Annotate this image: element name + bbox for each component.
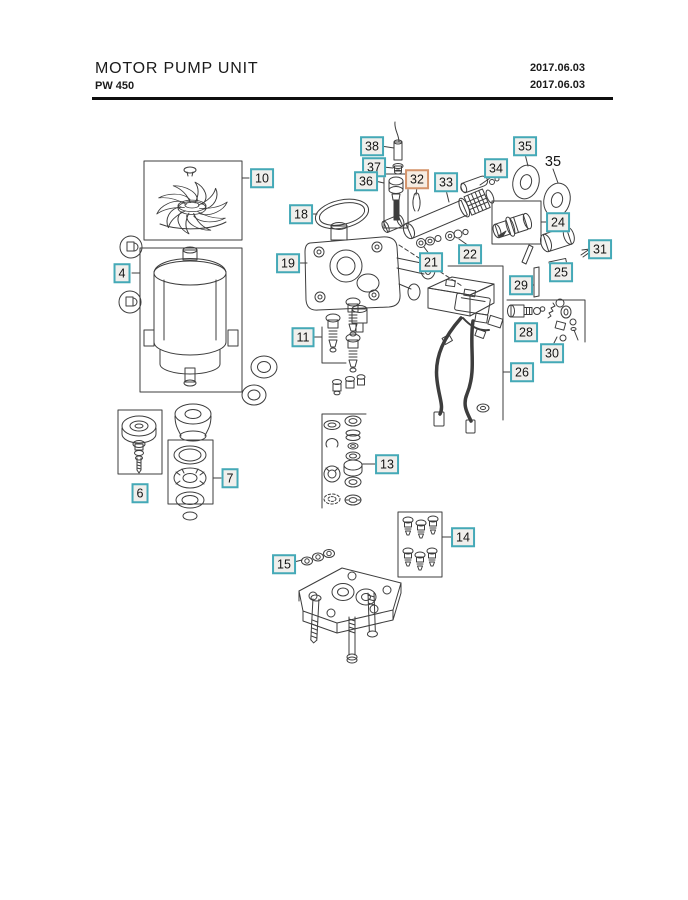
callout-11[interactable]: 11 [291,327,315,347]
part-valve-kit-14 [397,511,443,578]
callout-22[interactable]: 22 [458,244,482,264]
part-bearing-covers [241,355,278,406]
part-pump-cartridge [491,200,542,245]
callout-13[interactable]: 13 [375,454,399,474]
model-code: PW 450 [95,80,135,92]
part-disc-a [512,164,540,200]
callout-10[interactable]: 10 [250,168,274,188]
page-title: MOTOR PUMP UNIT [95,60,259,77]
part-crankcase [304,222,463,333]
part-electrical-group [427,265,504,434]
callout-31[interactable]: 31 [588,239,612,259]
callout-33[interactable]: 33 [434,172,458,192]
part-drive-shaft [402,188,495,240]
callout-15[interactable]: 15 [272,554,296,574]
part-piston-stack [321,413,367,509]
part-nuts-15 [301,549,335,566]
callout-36[interactable]: 36 [354,171,378,191]
callout-34[interactable]: 34 [484,158,508,178]
callout-18[interactable]: 18 [289,204,313,224]
callout-14[interactable]: 14 [451,527,475,547]
part-washers-21-22 [416,228,469,248]
callout-4[interactable]: 4 [113,263,131,283]
revision-date-2: 2017.06.03 [529,79,585,91]
callout-29[interactable]: 29 [509,275,533,295]
callout-21[interactable]: 21 [419,252,443,272]
part-seal-kit [167,403,214,521]
part-unloader-group [383,121,421,229]
part-motor [139,246,243,393]
callout-26[interactable]: 26 [510,362,534,382]
callout-25[interactable]: 25 [549,262,573,282]
callout-6[interactable]: 6 [131,483,149,503]
callout-32[interactable]: 32 [405,169,429,189]
callout-35-text: 35 [544,153,562,170]
header-rule [92,97,613,100]
callout-38[interactable]: 38 [360,136,384,156]
part-valve-kit-28-30 [506,298,586,343]
callout-24[interactable]: 24 [546,212,570,232]
callout-35[interactable]: 35 [513,136,537,156]
callout-7[interactable]: 7 [221,468,239,488]
part-fan [143,160,243,241]
part-flange [298,567,402,634]
part-bolts [310,592,378,664]
callout-19[interactable]: 19 [276,253,300,273]
revision-date-1: 2017.06.03 [529,62,585,74]
part-valve-group-11 [321,297,366,396]
part-clip-details [118,235,143,314]
callout-28[interactable]: 28 [514,322,538,342]
part-shims [521,244,540,298]
callout-30[interactable]: 30 [540,343,564,363]
part-oring [314,198,370,230]
part-impeller-kit [117,409,163,475]
